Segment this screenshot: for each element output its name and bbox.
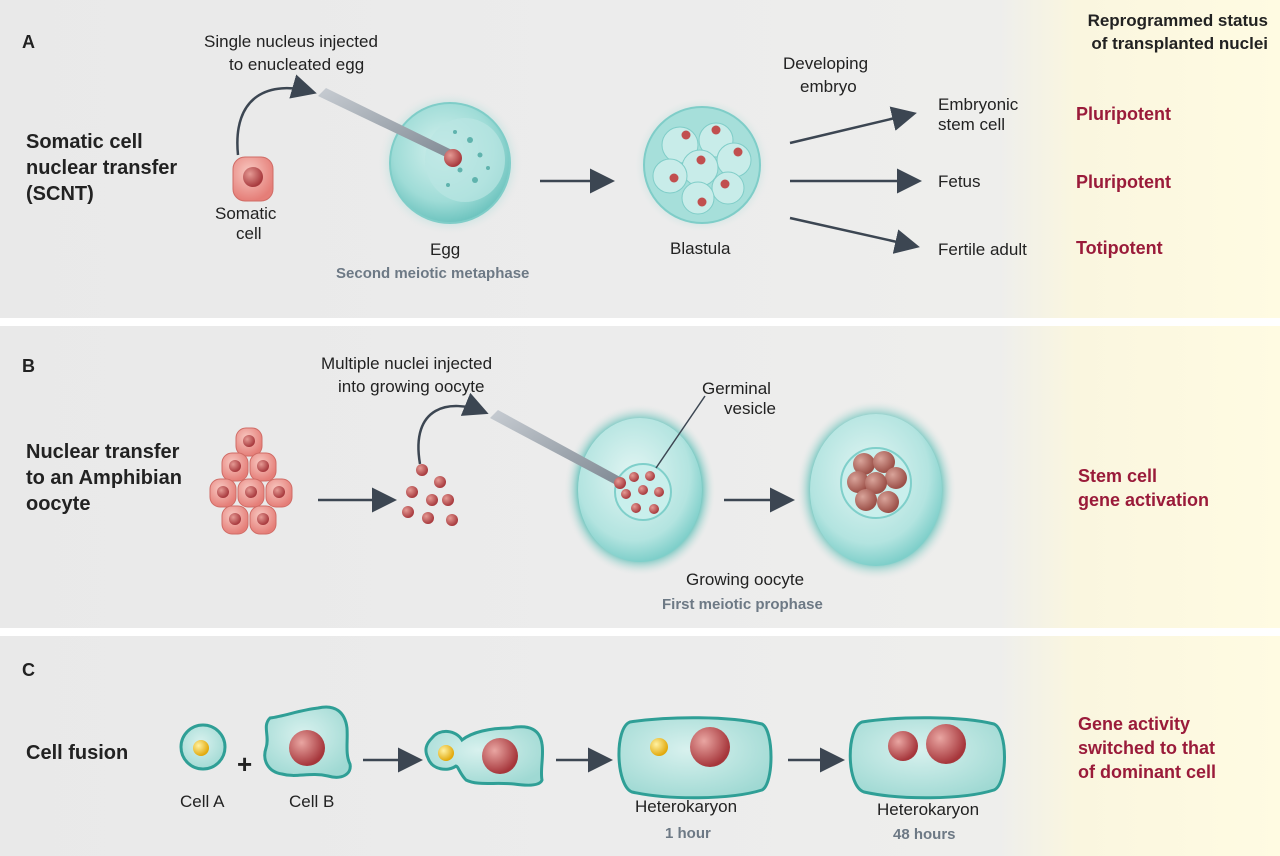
panel-b-title-line3: oocyte xyxy=(26,493,91,515)
panel-c-title: Cell fusion xyxy=(26,742,129,764)
injection-label-b-line1: Multiple nuclei injected xyxy=(321,354,493,373)
panel-c-fusion: C Cell fusion + Cell A Cell B Heterokary… xyxy=(0,636,1280,856)
heterokaryon-2-label: Heterokaryon xyxy=(877,800,980,819)
developing-label-line1: Developing xyxy=(783,54,869,73)
panel-b-illustration xyxy=(209,392,956,580)
injection-needle-a xyxy=(318,88,462,167)
developing-label-line2: embryo xyxy=(800,77,857,96)
status-c-line3: of dominant cell xyxy=(1078,762,1217,782)
injection-needle-b xyxy=(490,410,626,489)
egg-stage-label: Second meiotic metaphase xyxy=(336,265,530,282)
panel-a-title-line1: Somatic cell xyxy=(26,131,143,153)
panel-a-illustration xyxy=(232,74,922,254)
outcome-stem-cell-line1: Embryonic xyxy=(938,95,1019,114)
status-c-line2: switched to that xyxy=(1078,738,1216,758)
panel-c-letter: C xyxy=(22,660,35,680)
panel-b-amphibian: B Nuclear transfer to an Amphibian oocyt… xyxy=(0,326,1280,628)
status-pluripotent-1: Pluripotent xyxy=(1076,104,1171,124)
germinal-label-line2: vesicle xyxy=(724,399,776,418)
germinal-vesicle-pointer xyxy=(655,395,706,469)
outcome-stem-cell-line2: stem cell xyxy=(938,115,1006,134)
germinal-label-line1: Germinal xyxy=(702,379,771,398)
somatic-cell xyxy=(232,156,274,202)
growing-oocyte-injected xyxy=(564,404,716,576)
status-b-line1: Stem cell xyxy=(1078,466,1158,486)
cell-a-label: Cell A xyxy=(180,792,225,811)
fusing-cells xyxy=(424,725,545,787)
blastula xyxy=(634,97,770,233)
isolated-nuclei xyxy=(402,464,458,526)
heterokaryon-1-label: Heterokaryon xyxy=(635,797,738,816)
curved-arrow-a xyxy=(236,74,317,156)
panel-c-illustration xyxy=(179,705,1006,800)
status-c-line1: Gene activity xyxy=(1078,714,1191,734)
panel-a-letter: A xyxy=(22,32,35,52)
somatic-cell-label-line2: cell xyxy=(236,224,262,243)
curved-arrow-b xyxy=(417,392,489,465)
arrow-to-stem-cell xyxy=(789,106,917,145)
status-b-line2: gene activation xyxy=(1078,490,1210,510)
status-header-line2: of transplanted nuclei xyxy=(1091,34,1268,53)
heterokaryon-2-time: 48 hours xyxy=(893,826,956,843)
panel-b-letter: B xyxy=(22,356,35,376)
somatic-cell-label-line1: Somatic xyxy=(215,204,277,223)
arrow-to-adult xyxy=(789,216,920,254)
panel-b-title-line2: to an Amphibian xyxy=(26,467,182,489)
heterokaryon-48-hours xyxy=(848,716,1006,800)
outcome-fertile-adult: Fertile adult xyxy=(938,240,1027,259)
status-totipotent: Totipotent xyxy=(1076,238,1163,258)
cell-b-label: Cell B xyxy=(289,792,335,811)
panel-a-scnt: A Somatic cell nuclear transfer (SCNT) S… xyxy=(0,0,1280,318)
panel-b-title-line1: Nuclear transfer xyxy=(26,441,180,463)
injection-label-a-line1: Single nucleus injected xyxy=(204,32,378,51)
growing-oocyte-activated xyxy=(796,400,956,580)
status-pluripotent-2: Pluripotent xyxy=(1076,172,1171,192)
somatic-cell-cluster xyxy=(209,427,293,535)
growing-oocyte-label: Growing oocyte xyxy=(686,570,805,589)
status-header-line1: Reprogrammed status xyxy=(1087,11,1268,30)
outcome-fetus: Fetus xyxy=(938,172,981,191)
panel-a-title-line2: nuclear transfer xyxy=(26,157,178,179)
plus-sign: + xyxy=(237,749,253,779)
cell-a xyxy=(179,723,227,771)
injection-label-a-line2: to enucleated egg xyxy=(229,55,365,74)
panel-a-title-line3: (SCNT) xyxy=(26,183,94,205)
injection-label-b-line2: into growing oocyte xyxy=(338,377,485,396)
cell-b xyxy=(263,705,352,779)
oocyte-stage-label: First meiotic prophase xyxy=(662,596,823,613)
blastula-label: Blastula xyxy=(670,239,731,258)
egg-label: Egg xyxy=(430,240,461,259)
heterokaryon-1-time: 1 hour xyxy=(665,825,711,842)
heterokaryon-1-hour xyxy=(617,716,773,800)
